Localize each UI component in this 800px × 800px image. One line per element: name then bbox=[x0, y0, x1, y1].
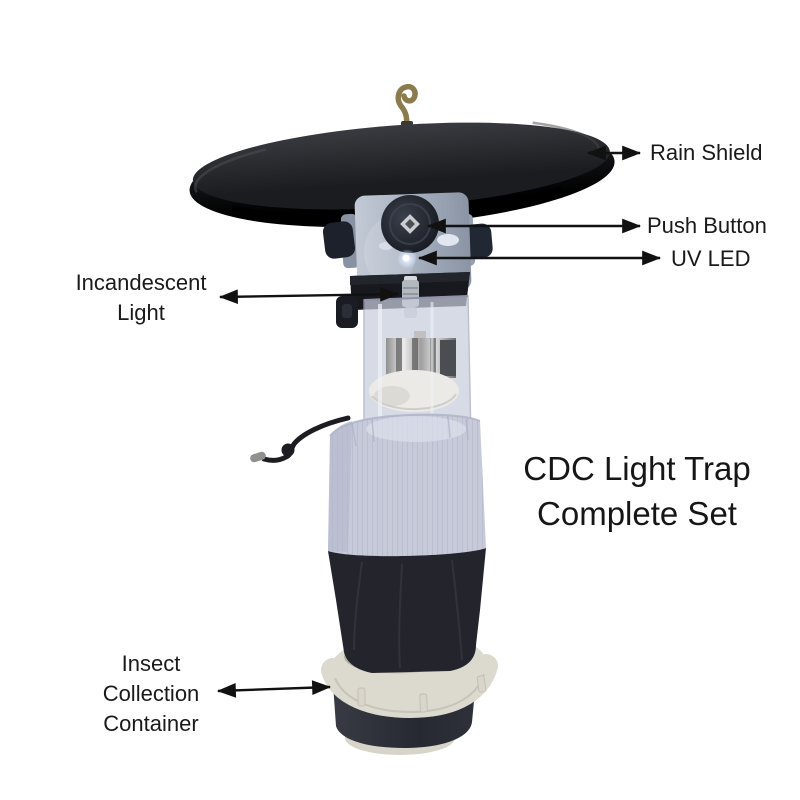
insect-container-arrow bbox=[216, 680, 332, 698]
figure-title-line2: Complete Set bbox=[537, 495, 737, 532]
uv-led-label: UV LED bbox=[671, 246, 751, 271]
annotation-arrows bbox=[216, 145, 662, 698]
drawstring-cord bbox=[250, 415, 351, 463]
push-button-label: Push Button bbox=[647, 213, 767, 238]
incandescent-light-arrow bbox=[218, 286, 400, 305]
uv-led-graphic bbox=[397, 249, 417, 269]
hanging-hook bbox=[395, 83, 418, 132]
figure-title: CDC Light Trap Complete Set bbox=[497, 446, 777, 536]
incandescent-light-label: Incandescent Light bbox=[75, 270, 207, 325]
figure-title-line1: CDC Light Trap bbox=[523, 450, 751, 487]
fabric-sleeve bbox=[328, 548, 486, 673]
side-clamp bbox=[336, 296, 358, 328]
housing-light-reflection bbox=[437, 234, 459, 246]
container-ring-front bbox=[321, 654, 498, 719]
rain-shield-label: Rain Shield bbox=[650, 140, 763, 165]
insect-collection-container-label: Insect Collection Container bbox=[102, 651, 200, 736]
push-button-graphic bbox=[381, 195, 439, 253]
rain-shield-graphic bbox=[189, 121, 615, 228]
fan-graphic bbox=[369, 370, 459, 412]
mesh-funnel bbox=[328, 413, 486, 557]
